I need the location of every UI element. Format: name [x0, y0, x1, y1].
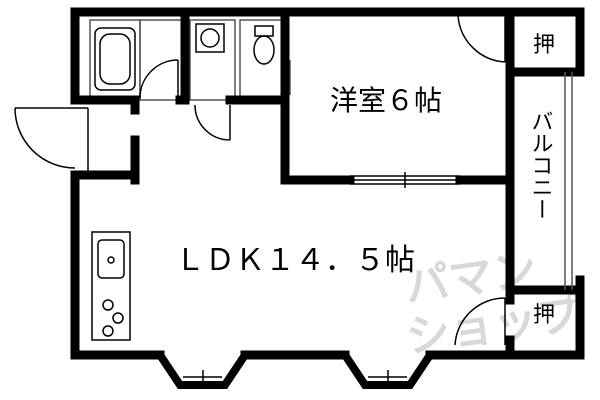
- fixture-outlines: [89, 19, 291, 101]
- room-label-western: 洋室６帖: [330, 84, 442, 117]
- kitchen-counter: [91, 231, 131, 341]
- room-label-ldk: ＬＤＫ１４．５帖: [175, 243, 415, 278]
- kitchen-sink-icon: [97, 239, 125, 279]
- closet-label-bottom: 押: [533, 303, 555, 328]
- closet-label-top: 押: [533, 33, 555, 58]
- watermark: パマン ショップ: [402, 244, 584, 363]
- balcony-rail: [564, 72, 573, 290]
- walls: [70, 7, 585, 360]
- toilet-icon: [253, 25, 275, 65]
- gas-stove-icon: [102, 299, 124, 337]
- door-swing-icon: [14, 14, 506, 346]
- window-icon: [156, 172, 460, 389]
- bathtub-icon: [94, 27, 136, 91]
- washbasin-icon: [195, 23, 225, 53]
- balcony-label: バルコニー: [528, 110, 553, 220]
